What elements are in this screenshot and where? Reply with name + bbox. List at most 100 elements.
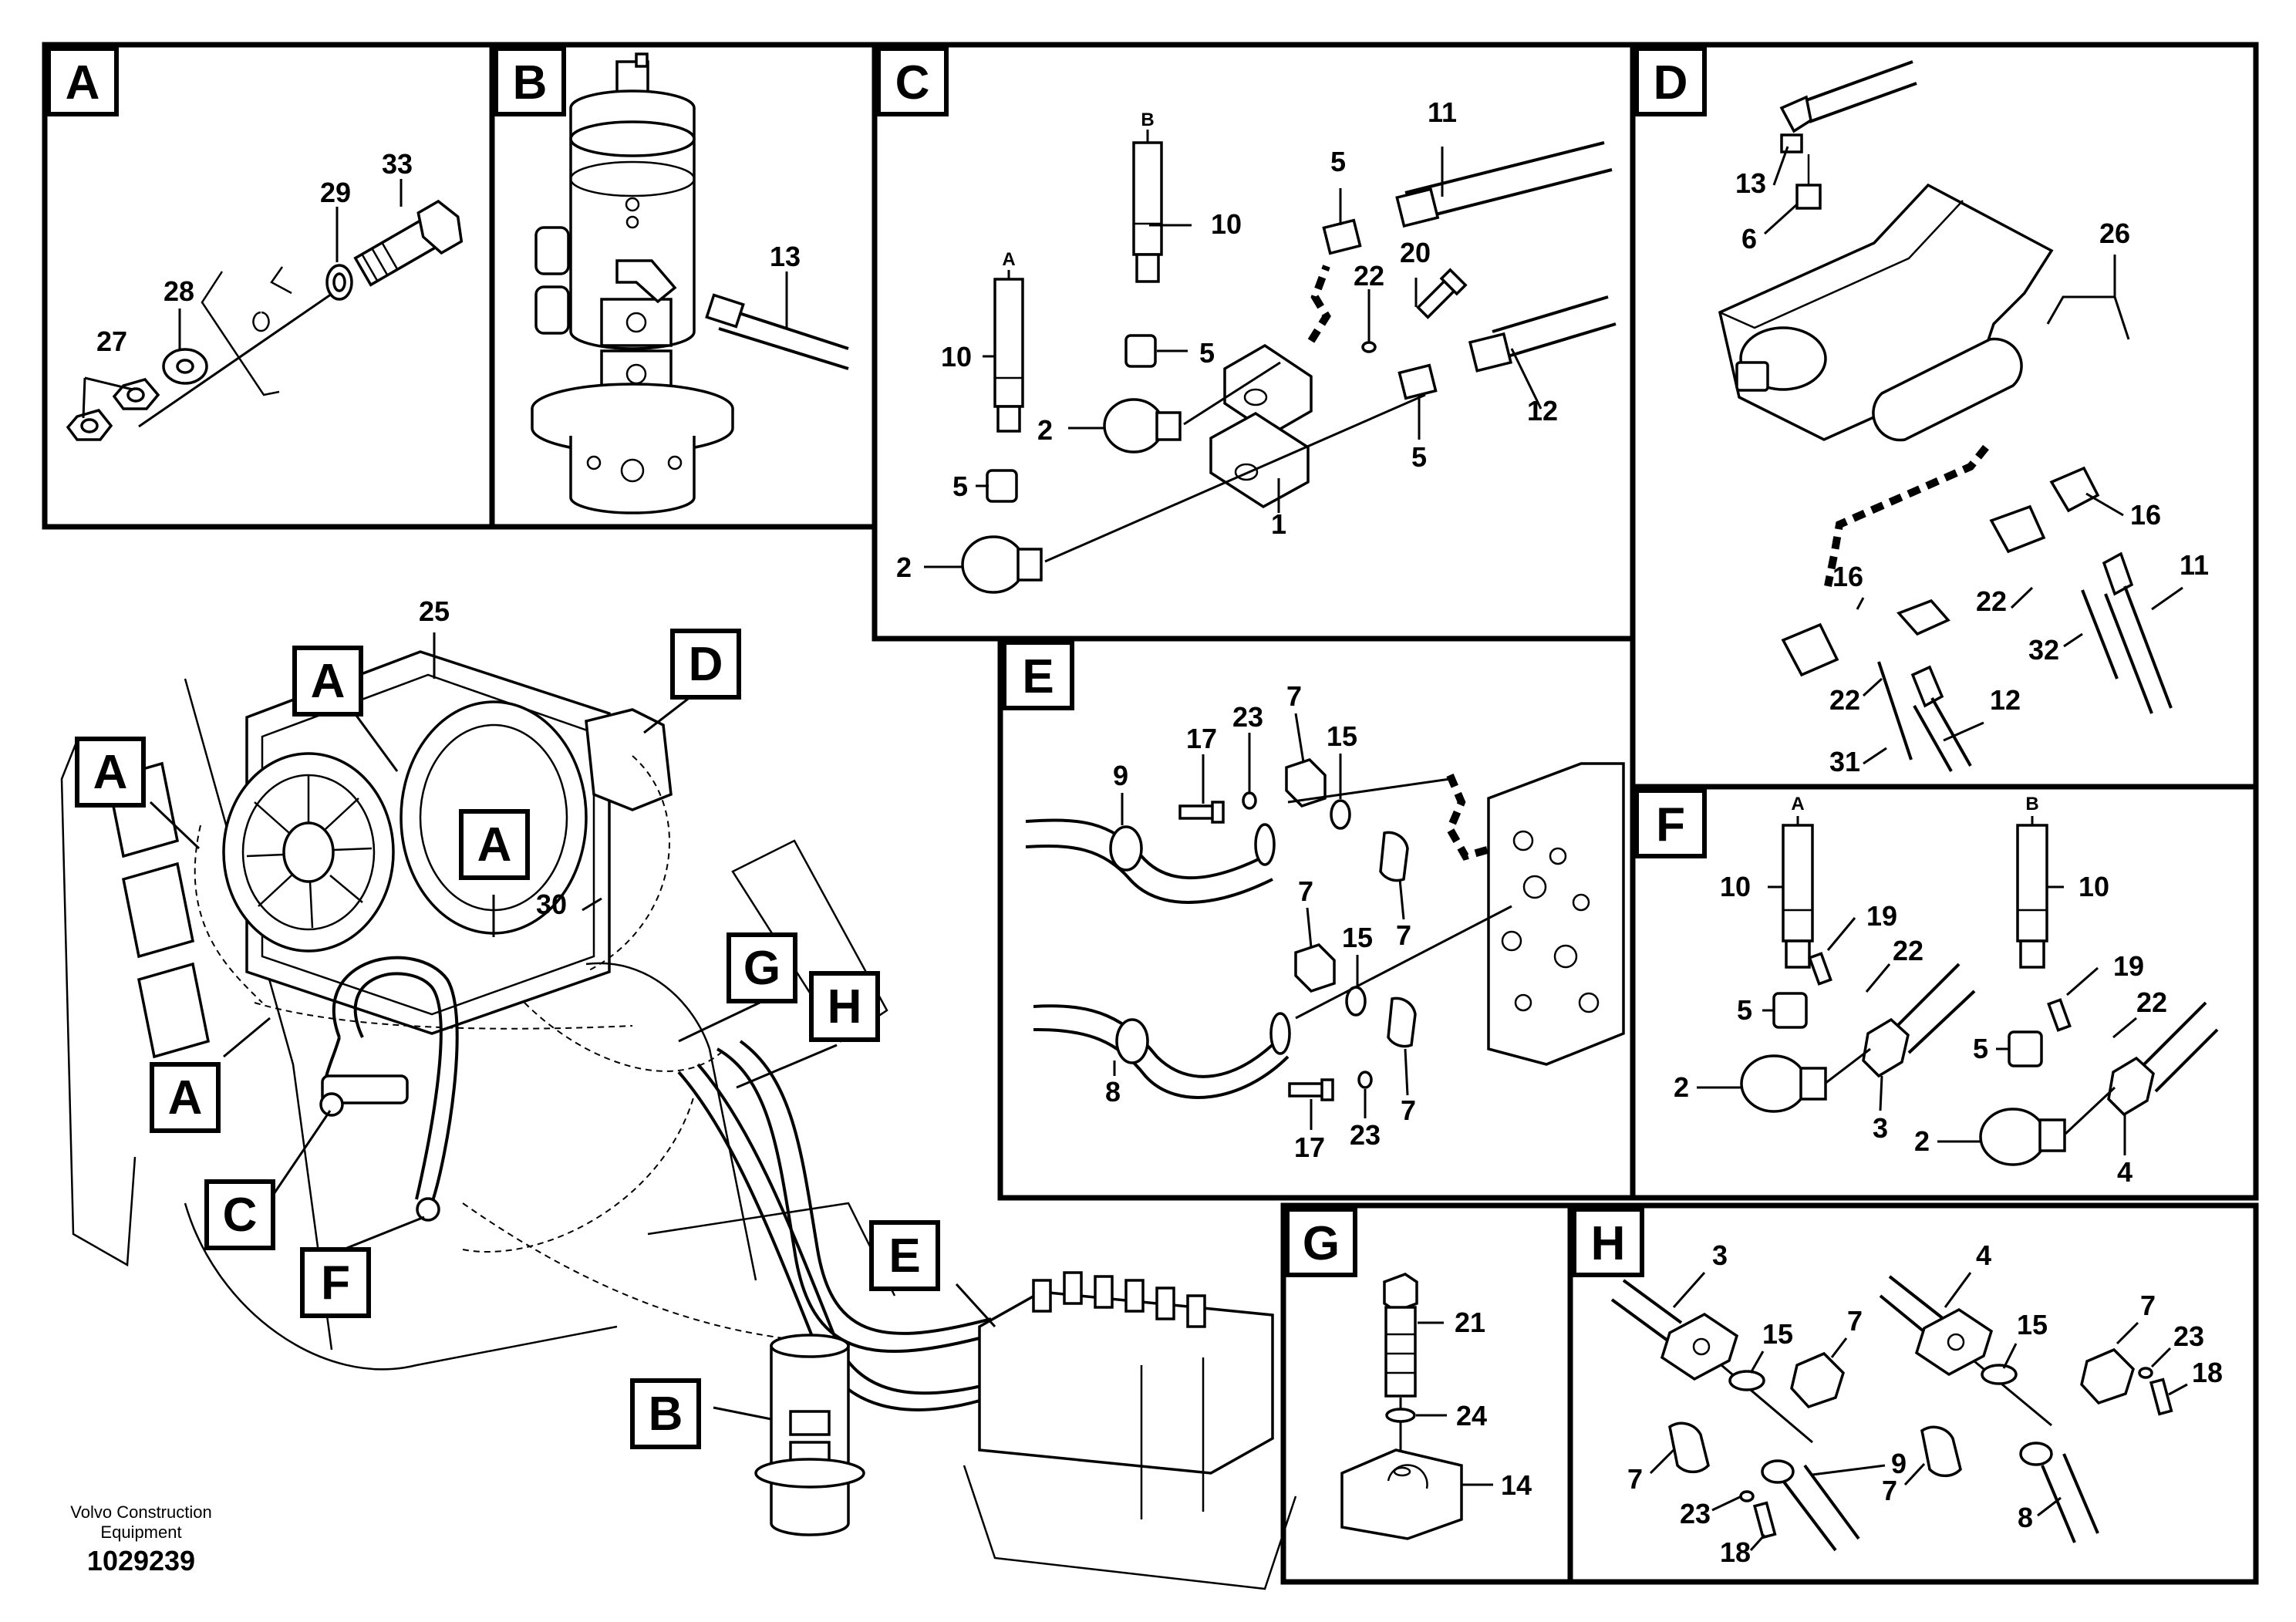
overview-callout-a-top: A bbox=[292, 646, 363, 717]
label-d-12: 12 bbox=[1990, 684, 2021, 716]
label-d-31: 31 bbox=[1829, 746, 1860, 777]
label-h-7-top-left: 7 bbox=[1847, 1305, 1863, 1337]
label-c-12: 12 bbox=[1527, 395, 1558, 427]
label-h-4: 4 bbox=[1976, 1239, 1991, 1271]
label-g-24: 24 bbox=[1456, 1400, 1487, 1431]
label-h-18-left: 18 bbox=[1720, 1536, 1751, 1568]
label-f-22-left: 22 bbox=[1893, 935, 1923, 966]
label-f-5-right: 5 bbox=[1973, 1033, 1988, 1064]
svg-text:A: A bbox=[311, 655, 346, 708]
label-a-27: 27 bbox=[96, 325, 127, 357]
panel-f-frame bbox=[1630, 784, 2259, 1201]
panel-h-drawing bbox=[1610, 1272, 2188, 1552]
tag-panel-d: D bbox=[1634, 46, 1707, 116]
overview-drawing bbox=[60, 632, 1297, 1590]
label-h-7-mid: 7 bbox=[1882, 1475, 1897, 1506]
svg-text:C: C bbox=[895, 56, 930, 110]
overview-callout-d: D bbox=[670, 629, 741, 700]
label-f-a: A bbox=[1791, 794, 1804, 814]
label-h-23-right: 23 bbox=[2173, 1320, 2204, 1352]
label-g-21: 21 bbox=[1455, 1307, 1485, 1338]
label-d-6: 6 bbox=[1741, 223, 1757, 255]
svg-text:B: B bbox=[513, 56, 548, 110]
tag-panel-c: C bbox=[876, 46, 949, 116]
label-c-5-right: 5 bbox=[1411, 441, 1427, 473]
svg-text:G: G bbox=[1303, 1217, 1340, 1270]
label-e-23-bottom: 23 bbox=[1350, 1119, 1381, 1151]
svg-text:A: A bbox=[66, 56, 100, 110]
label-d-22-left: 22 bbox=[1829, 684, 1860, 716]
svg-text:H: H bbox=[1591, 1217, 1626, 1270]
tag-panel-g: G bbox=[1285, 1207, 1357, 1277]
svg-text:B: B bbox=[649, 1388, 683, 1441]
label-f-5-left: 5 bbox=[1737, 994, 1752, 1026]
label-e-17-top: 17 bbox=[1186, 723, 1217, 754]
label-h-23-left: 23 bbox=[1680, 1498, 1711, 1529]
label-f-19-right: 19 bbox=[2113, 950, 2144, 982]
label-f-2-right: 2 bbox=[1914, 1125, 1930, 1157]
label-e-8: 8 bbox=[1105, 1076, 1121, 1108]
label-f-10-right: 10 bbox=[2079, 871, 2109, 902]
label-a-29: 29 bbox=[320, 177, 351, 208]
tag-panel-f: F bbox=[1634, 788, 1707, 858]
label-e-7-mid: 7 bbox=[1298, 875, 1313, 907]
footer-drawing-number: 1029239 bbox=[87, 1545, 195, 1576]
label-h-15-right: 15 bbox=[2017, 1309, 2048, 1340]
panel-a-drawing bbox=[66, 179, 464, 441]
panel-d-drawing bbox=[1718, 60, 2183, 772]
overview-callout-a-low: A bbox=[150, 1062, 221, 1133]
label-c-b: B bbox=[1141, 110, 1154, 130]
svg-text:F: F bbox=[321, 1256, 350, 1310]
svg-text:A: A bbox=[93, 746, 128, 799]
label-h-15-left: 15 bbox=[1762, 1318, 1793, 1350]
overview-callout-b: B bbox=[630, 1378, 701, 1449]
label-e-17-bottom: 17 bbox=[1294, 1131, 1325, 1163]
overview-callout-h: H bbox=[809, 971, 880, 1042]
panel-a-frame bbox=[42, 42, 495, 530]
svg-text:F: F bbox=[1656, 798, 1685, 851]
svg-text:A: A bbox=[168, 1071, 203, 1125]
label-f-4: 4 bbox=[2117, 1156, 2132, 1188]
label-e-7-top: 7 bbox=[1286, 680, 1302, 712]
label-a-28: 28 bbox=[164, 275, 194, 307]
svg-text:C: C bbox=[223, 1189, 258, 1242]
label-c-10-upper: 10 bbox=[1211, 208, 1242, 240]
label-h-7-left: 7 bbox=[1627, 1463, 1643, 1495]
overview-callout-f: F bbox=[300, 1247, 371, 1318]
label-e-23-top: 23 bbox=[1232, 701, 1263, 733]
panel-b-drawing bbox=[531, 52, 849, 514]
label-c-10-lower: 10 bbox=[941, 341, 972, 373]
label-c-20: 20 bbox=[1400, 237, 1431, 268]
label-e-15-top: 15 bbox=[1327, 720, 1357, 752]
label-b-13: 13 bbox=[770, 241, 801, 272]
label-d-16-left: 16 bbox=[1832, 561, 1863, 592]
label-overview-30: 30 bbox=[536, 889, 567, 920]
label-c-2-upper: 2 bbox=[1037, 414, 1053, 446]
panel-h-frame bbox=[1567, 1202, 2259, 1585]
label-f-2-left: 2 bbox=[1674, 1071, 1689, 1103]
label-d-11: 11 bbox=[2180, 549, 2209, 581]
label-f-10-left: 10 bbox=[1720, 871, 1751, 902]
panel-c-drawing bbox=[924, 130, 1617, 594]
overview-callout-c: C bbox=[204, 1179, 275, 1250]
label-f-19-left: 19 bbox=[1866, 900, 1897, 932]
tag-panel-e: E bbox=[1002, 640, 1074, 710]
label-e-9: 9 bbox=[1113, 760, 1128, 791]
label-a-33: 33 bbox=[382, 148, 413, 180]
label-h-3: 3 bbox=[1712, 1239, 1728, 1271]
label-c-5-left: 5 bbox=[952, 470, 968, 502]
label-c-5-top: 5 bbox=[1330, 146, 1346, 177]
label-h-8: 8 bbox=[2018, 1502, 2033, 1533]
svg-text:D: D bbox=[689, 638, 723, 691]
overview-callout-g: G bbox=[727, 932, 797, 1003]
label-c-1: 1 bbox=[1271, 508, 1286, 540]
svg-text:A: A bbox=[477, 818, 512, 872]
label-e-7-upper-right: 7 bbox=[1396, 919, 1411, 951]
label-d-22-right: 22 bbox=[1976, 585, 2007, 617]
label-c-5-mid: 5 bbox=[1199, 337, 1215, 369]
label-d-26: 26 bbox=[2099, 218, 2130, 249]
panel-g-drawing bbox=[1340, 1273, 1493, 1540]
overview-callout-a-left: A bbox=[75, 737, 146, 808]
svg-text:E: E bbox=[888, 1229, 920, 1283]
